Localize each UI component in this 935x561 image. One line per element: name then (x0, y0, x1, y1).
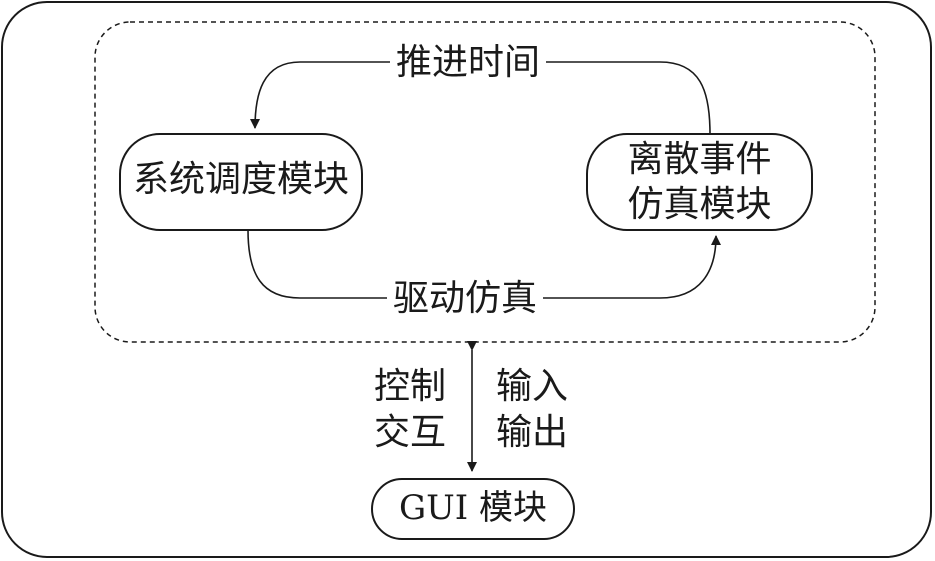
des-module-label: 离散事件 仿真模块 (587, 137, 812, 227)
gui-module-label: GUI 模块 (398, 488, 548, 528)
advance-time-label: 推进时间 (390, 40, 547, 85)
des-module-box (586, 133, 813, 231)
gui-module-box (371, 478, 575, 540)
scheduler-module-label: 系统调度模块 (132, 159, 349, 200)
simulation-core-boundary (94, 21, 876, 343)
drive-simulation-label: 驱动仿真 (387, 276, 544, 321)
interact-label: 交互 (374, 412, 447, 453)
output-label: 输出 (496, 412, 569, 453)
input-label: 输入 (496, 366, 569, 407)
control-label: 控制 (374, 366, 447, 407)
des-module-label-line1: 离散事件 (627, 139, 772, 180)
des-module-label-line2: 仿真模块 (627, 184, 772, 225)
scheduler-module-box (119, 133, 363, 231)
